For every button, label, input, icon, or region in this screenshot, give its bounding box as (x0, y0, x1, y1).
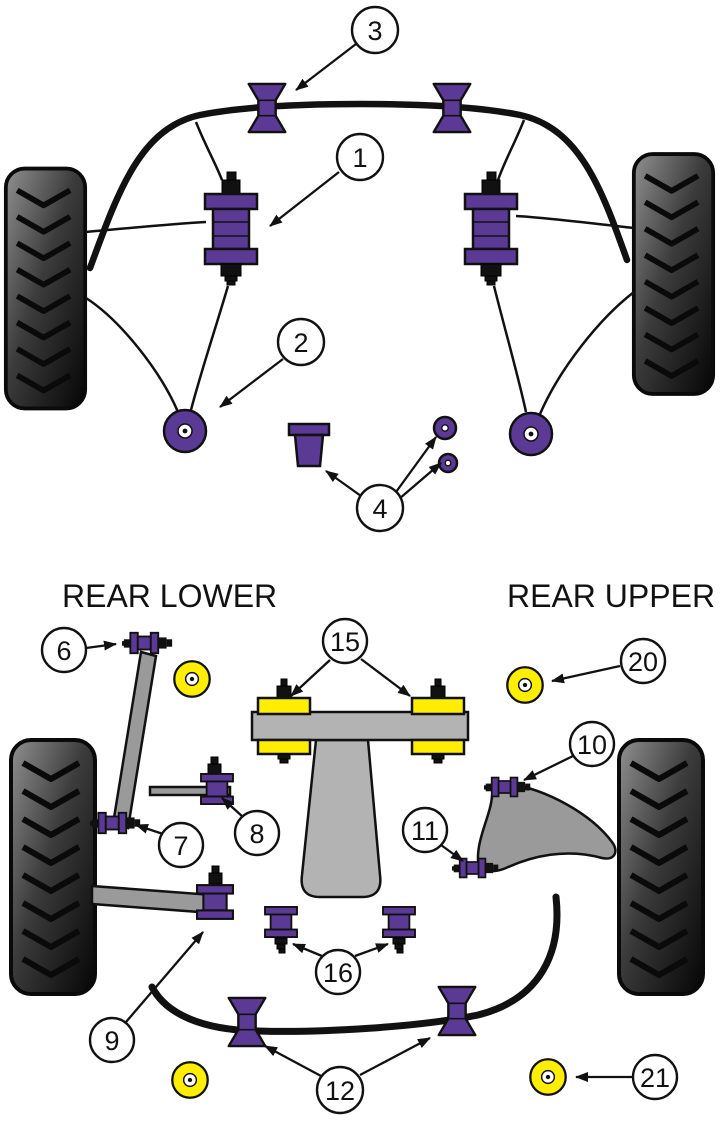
callout-16: 16 (292, 942, 389, 996)
callout-10-number: 10 (577, 730, 607, 760)
callout-9: 9 (88, 931, 204, 1064)
front-left-arm-lines (85, 121, 230, 413)
callout-1: 1 (269, 132, 385, 227)
callout-11-number: 11 (411, 816, 439, 846)
donut-bushing-20 (506, 666, 544, 704)
callout-21: 21 (575, 1053, 679, 1101)
rear-lower-label: REAR LOWER (62, 578, 277, 614)
front-right-arm-lines (492, 119, 635, 415)
rear-link-rod (148, 785, 232, 797)
front-anti-roll-bar (86, 100, 631, 272)
rear-suspension-section: REAR LOWER REAR UPPER (11, 578, 715, 1115)
front-mount-bushing-left (203, 171, 259, 286)
rear-trailing-arm (111, 650, 158, 830)
rear-upper-arm (476, 781, 617, 873)
callout-15: 15 (290, 617, 411, 697)
bushing-7 (89, 811, 142, 835)
rear-arb-bushing-left (227, 996, 267, 1048)
bushing-6 (121, 631, 174, 655)
callout-3-number: 3 (367, 16, 382, 46)
rear-right-tire (619, 740, 703, 994)
front-mount-bushing-right (463, 171, 519, 286)
donut-bushing-bottom-left (171, 1061, 209, 1099)
subframe-column (300, 738, 382, 899)
callout-4-number: 4 (372, 494, 387, 524)
callout-7-number: 7 (173, 831, 188, 861)
part-4-bushing-set (287, 415, 459, 474)
donut-bushing-21 (529, 1058, 567, 1096)
callout-11: 11 (401, 806, 464, 862)
rear-upper-label: REAR UPPER (507, 578, 715, 614)
rear-left-tire (11, 740, 95, 994)
rear-arb-bushing-right (437, 985, 477, 1037)
callout-7: 7 (135, 821, 205, 869)
rear-anti-roll-bar (148, 893, 561, 1035)
callout-21-number: 21 (640, 1063, 670, 1093)
subframe-clamp-right (410, 678, 466, 764)
callout-20: 20 (551, 637, 667, 685)
callout-6: 6 (40, 626, 117, 674)
callout-2-number: 2 (293, 328, 308, 358)
bushing-16-left (264, 906, 298, 954)
callout-3: 3 (295, 5, 400, 91)
callout-6-number: 6 (56, 636, 71, 666)
subframe-clamp-left (256, 678, 312, 764)
callout-12: 12 (264, 1036, 431, 1115)
callout-16-number: 16 (323, 958, 353, 988)
callout-4: 4 (325, 436, 442, 533)
callout-8: 8 (221, 797, 281, 857)
front-lower-arm-bushing-left (162, 408, 208, 454)
callout-8-number: 8 (249, 819, 264, 849)
callout-9-number: 9 (104, 1026, 119, 1056)
callout-2: 2 (219, 317, 326, 408)
front-lower-arm-bushing-right (508, 411, 554, 457)
callout-10: 10 (523, 720, 616, 782)
front-suspension-section: 3 1 2 4 (6, 5, 713, 533)
front-right-tire (634, 154, 713, 394)
callout-12-number: 12 (325, 1076, 355, 1106)
front-left-tire (6, 169, 85, 409)
callout-15-number: 15 (330, 627, 360, 657)
callout-1-number: 1 (352, 143, 367, 173)
bushing-16-right (382, 906, 416, 954)
bushing-9 (196, 865, 234, 920)
bushing-8 (200, 756, 234, 805)
subframe-crossmember (250, 710, 470, 742)
callout-20-number: 20 (628, 647, 658, 677)
donut-bushing-top-left (173, 660, 211, 698)
